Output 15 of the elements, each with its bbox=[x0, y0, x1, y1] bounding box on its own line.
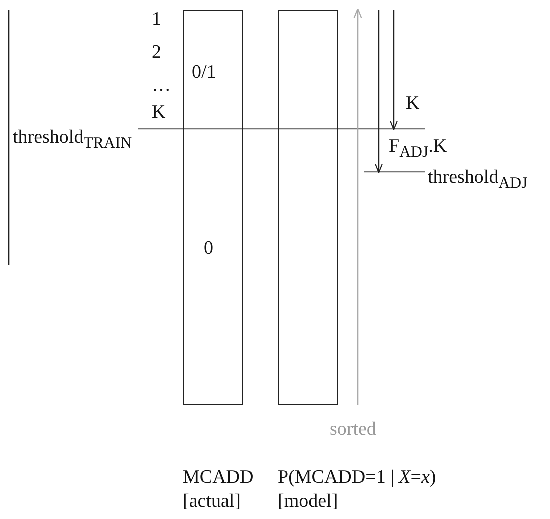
column-box bbox=[183, 10, 243, 405]
column-caption: P(MCADD=1 | X=x) [model] bbox=[278, 466, 438, 514]
threshold-label: threshold$_{TRAIN}$ bbox=[13, 128, 132, 152]
column-box bbox=[278, 10, 338, 405]
value-text: 0 bbox=[204, 239, 214, 260]
dimension-label: F$_{ADJ}$.K bbox=[389, 137, 448, 162]
ellipsis-text: … bbox=[152, 76, 171, 97]
axis-label: sorted bbox=[330, 420, 376, 441]
threshold-label: threshold$_{ADJ}$ bbox=[428, 168, 528, 192]
rank-number: 2 bbox=[152, 43, 162, 64]
value-text: 0/1 bbox=[192, 63, 216, 84]
column-caption: MCADD [actual] bbox=[183, 466, 255, 514]
rank-number: K bbox=[152, 103, 166, 124]
rank-number: 1 bbox=[152, 10, 162, 31]
dimension-label: K bbox=[406, 94, 420, 115]
